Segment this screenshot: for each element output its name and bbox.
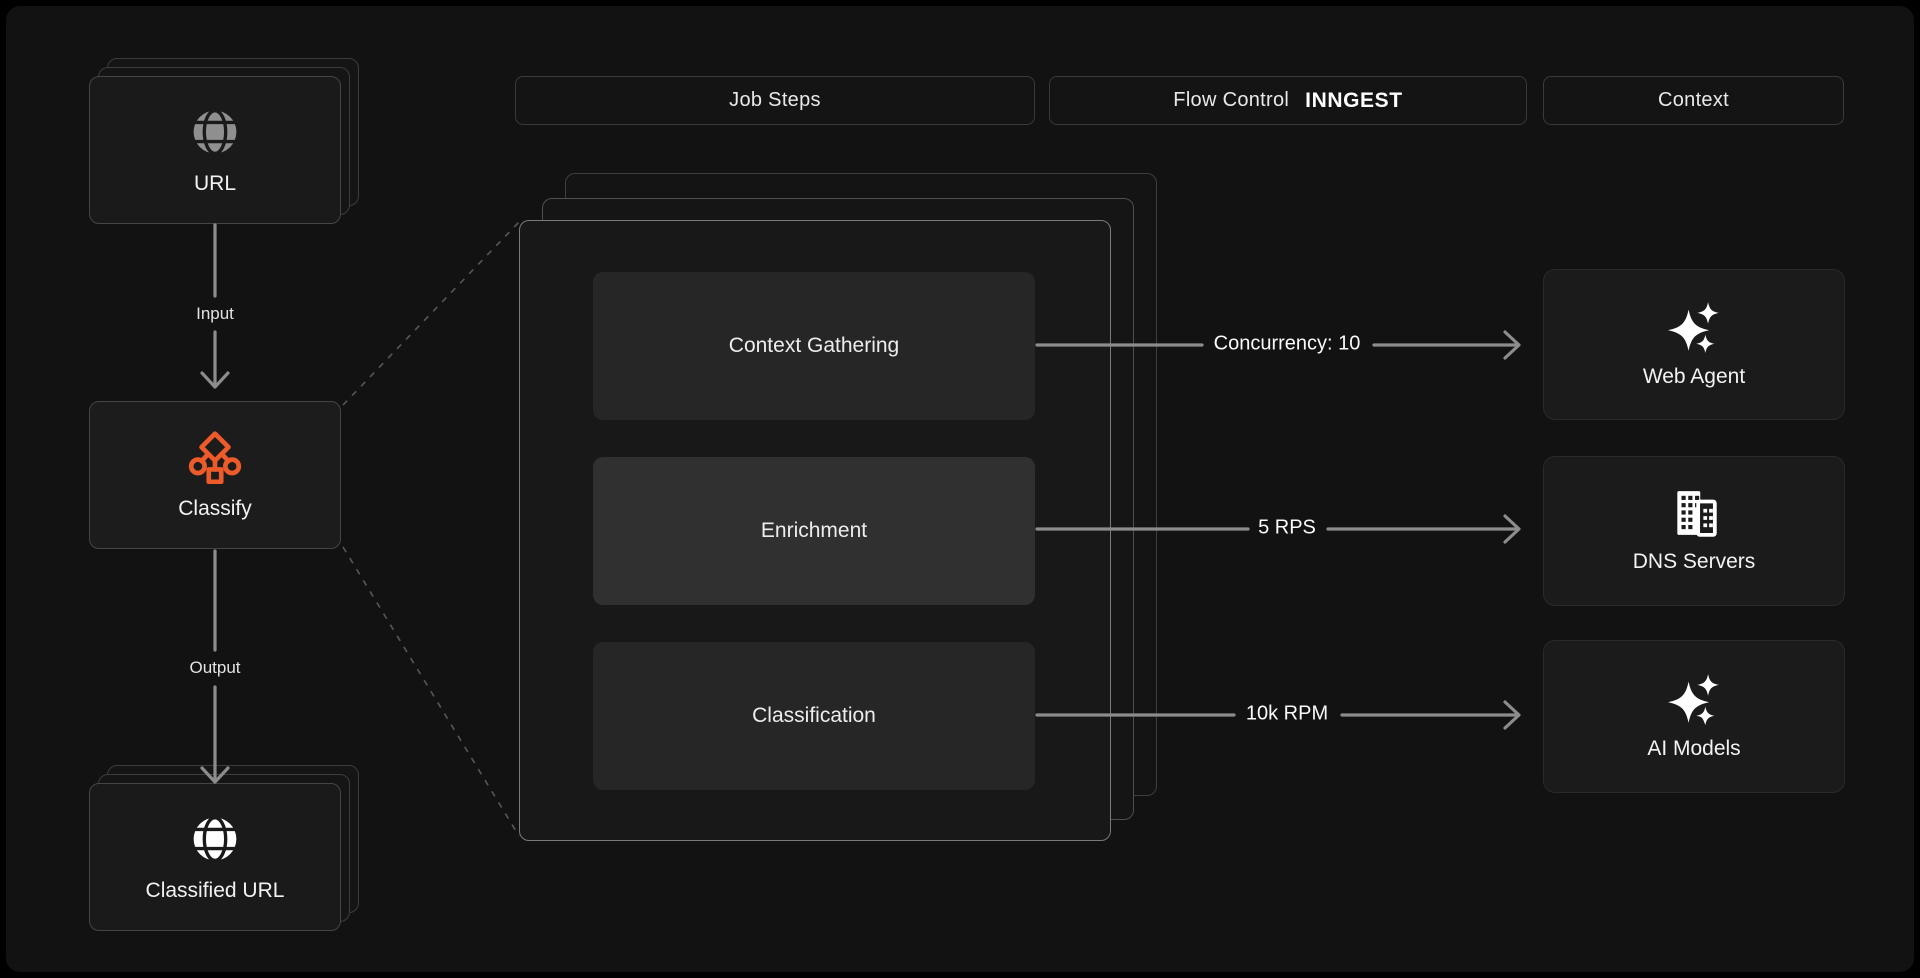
- step-context-gathering-label: Context Gathering: [728, 334, 900, 357]
- header-context-label: Context: [1657, 89, 1730, 111]
- sparkles-icon: [1668, 673, 1719, 725]
- classified-url-card-label: Classified URL: [145, 878, 285, 902]
- sparkles-icon: [1668, 301, 1719, 353]
- dns-servers-card: DNS Servers: [1543, 456, 1845, 606]
- web-agent-label: Web Agent: [1642, 364, 1746, 388]
- diagram-canvas: Job Steps Flow Control INNGEST Context U…: [6, 6, 1914, 972]
- classify-workflow-icon: [188, 430, 242, 484]
- dns-servers-label: DNS Servers: [1632, 550, 1756, 573]
- header-context: Context: [1543, 76, 1844, 125]
- rpm-label: 10k RPM: [1245, 702, 1329, 725]
- input-arrow-label: Input: [196, 304, 234, 323]
- step-classification: Classification: [593, 642, 1035, 790]
- step-context-gathering: Context Gathering: [593, 272, 1035, 420]
- step-classification-label: Classification: [752, 704, 876, 727]
- output-arrow-label: Output: [189, 658, 241, 677]
- globe-white-icon: [193, 815, 237, 862]
- header-flow-control: Flow Control INNGEST: [1049, 76, 1527, 125]
- buildings-icon: [1677, 491, 1717, 537]
- step-enrichment: Enrichment: [593, 457, 1035, 605]
- header-job-steps-label: Job Steps: [729, 89, 821, 111]
- globe-icon: [193, 108, 237, 155]
- rps-label: 5 RPS: [1258, 516, 1316, 539]
- header-flow-control-label: Flow Control: [1173, 89, 1290, 111]
- classify-card-label: Classify: [178, 496, 252, 520]
- url-card: URL: [89, 76, 341, 224]
- header-job-steps: Job Steps: [515, 76, 1035, 125]
- ai-models-card: AI Models: [1543, 640, 1845, 793]
- inngest-logo: INNGEST: [1305, 88, 1403, 112]
- expansion-dashed-lines: [342, 221, 520, 837]
- step-enrichment-label: Enrichment: [760, 519, 868, 542]
- job-steps-panel: Context Gathering Enrichment Classificat…: [519, 220, 1111, 841]
- classify-card: Classify: [89, 401, 341, 549]
- web-agent-card: Web Agent: [1543, 269, 1845, 420]
- ai-models-label: AI Models: [1647, 736, 1741, 760]
- concurrency-label: Concurrency: 10: [1213, 332, 1361, 355]
- classified-url-card: Classified URL: [89, 783, 341, 931]
- url-card-label: URL: [193, 171, 236, 195]
